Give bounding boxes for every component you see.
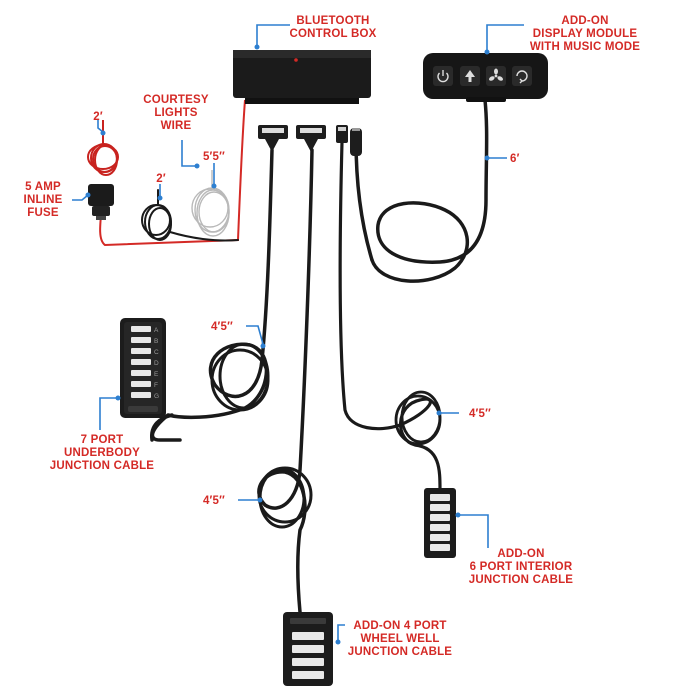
label-line: ADD-ON 4 PORT (353, 620, 446, 632)
label-line: ADD-ON (497, 548, 544, 560)
label-line: CONTROL BOX (290, 28, 377, 40)
label-wheel-well-junction: ADD-ON 4 PORT WHEEL WELL JUNCTION CABLE (348, 620, 453, 658)
length-wheel-well-cable: 4′5′′ (203, 495, 225, 507)
length-interior-cable: 4′5′′ (469, 408, 491, 420)
label-line: DISPLAY MODULE (533, 28, 638, 40)
underbody-connector (258, 125, 288, 152)
music-cycle-button[interactable] (512, 66, 532, 86)
length-underbody-cable: 4′5′′ (211, 321, 233, 333)
port-letter: C (154, 349, 159, 356)
port-letter: G (154, 393, 159, 400)
display-connector (350, 128, 362, 156)
port-letter: A (154, 327, 159, 334)
label-courtesy-lights-wire: COURTESY LIGHTS WIRE (143, 94, 209, 132)
underbody-port-c (131, 348, 151, 354)
label-underbody-junction: 7 PORT UNDERBODY JUNCTION CABLE (50, 434, 155, 472)
label-line: 6 PORT INTERIOR (470, 561, 573, 573)
interior-cable-coil (394, 390, 442, 446)
label-line: JUNCTION CABLE (348, 646, 453, 658)
label-line: 5 AMP (25, 181, 61, 193)
music-cycle-icon (516, 70, 528, 84)
label-line: 7 PORT (81, 434, 124, 446)
label-inline-fuse: 5 AMP INLINE FUSE (24, 181, 63, 219)
black-wire-coil (141, 189, 239, 242)
courtesy-wire-coil (191, 170, 230, 237)
label-line: FUSE (27, 207, 59, 219)
label-line: UNDERBODY (64, 447, 140, 459)
label-line: JUNCTION CABLE (50, 460, 155, 472)
length-black-wire: 2′ (156, 173, 166, 185)
label-line: INLINE (24, 194, 63, 206)
length-display-cable: 6′ (510, 153, 520, 165)
underbody-port-letters: A B C D E F G (154, 327, 159, 400)
underbody-port-b (131, 337, 151, 343)
label-interior-junction: ADD-ON 6 PORT INTERIOR JUNCTION CABLE (469, 548, 574, 586)
underbody-cable-end (150, 413, 174, 442)
label-display-module: ADD-ON DISPLAY MODULE WITH MUSIC MODE (530, 15, 640, 53)
leader-lines (72, 24, 524, 645)
up-arrow-icon (465, 70, 475, 82)
label-bluetooth-control-box: BLUETOOTH CONTROL BOX (290, 15, 377, 40)
label-line: WIRE (161, 120, 192, 132)
length-red-wire: 2′ (93, 111, 103, 123)
label-line: COURTESY (143, 94, 209, 106)
red-wire-coil (87, 120, 119, 176)
port-letter: D (154, 360, 159, 367)
underbody-junction-box (120, 318, 166, 418)
label-line: WHEEL WELL (360, 633, 439, 645)
underbody-cable (150, 148, 274, 442)
underbody-port-a (131, 326, 151, 332)
interior-connector (336, 125, 348, 143)
length-courtesy-wire: 5′5′′ (203, 151, 225, 163)
display-cable (370, 98, 489, 283)
wheel-well-cable (257, 148, 314, 614)
wheel-well-junction-box (283, 612, 333, 686)
display-module (423, 53, 548, 102)
interior-junction-box (424, 488, 456, 558)
underbody-cable-coil (210, 342, 270, 412)
interior-cable (338, 140, 442, 492)
port-letter: E (154, 371, 159, 378)
up-arrow-button[interactable] (460, 66, 480, 86)
fan-icon (489, 68, 503, 81)
display-cable-tail (354, 138, 374, 262)
label-line: WITH MUSIC MODE (530, 41, 640, 53)
label-line: ADD-ON (561, 15, 608, 27)
label-line: JUNCTION CABLE (469, 574, 574, 586)
underbody-port-g (131, 392, 151, 398)
power-button[interactable] (433, 66, 453, 86)
inline-fuse (88, 184, 114, 220)
port-letter: F (154, 382, 158, 389)
wheel-well-connector (296, 125, 326, 152)
underbody-port-e (131, 370, 151, 376)
underbody-port-d (131, 359, 151, 365)
power-icon (437, 70, 449, 83)
underbody-ports (131, 326, 151, 398)
port-letter: B (154, 338, 158, 345)
red-power-wire (99, 99, 246, 247)
bluetooth-control-box (233, 50, 371, 104)
underbody-port-f (131, 381, 151, 387)
label-line: LIGHTS (154, 107, 197, 119)
label-line: BLUETOOTH (296, 15, 369, 27)
fan-button[interactable] (486, 66, 506, 86)
